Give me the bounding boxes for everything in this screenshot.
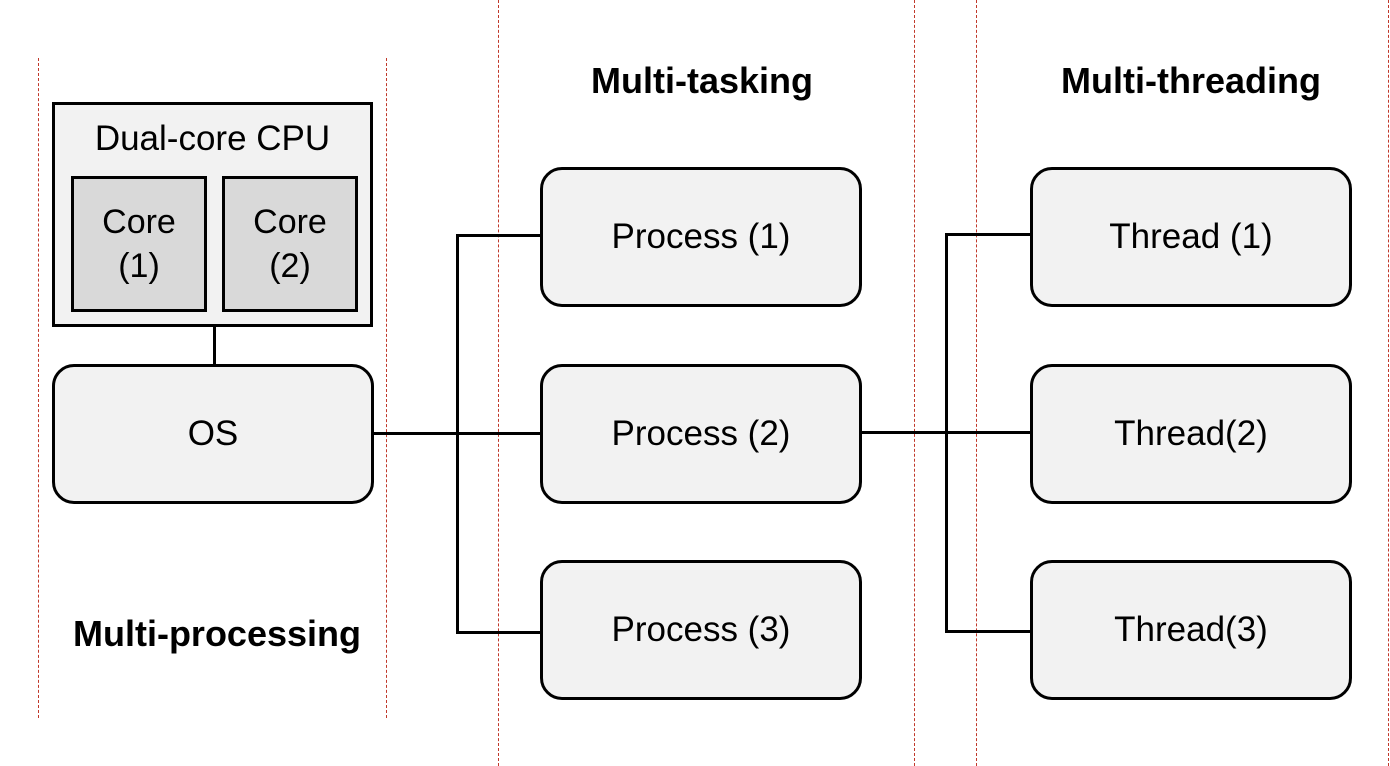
- os-label: OS: [187, 414, 239, 453]
- divider-line: [38, 58, 39, 718]
- connector-process-3: [456, 631, 542, 634]
- section-title-multi-tasking: Multi-tasking: [591, 60, 813, 101]
- connector-thread-1: [945, 233, 1032, 236]
- thread-box-2: Thread(2): [1030, 364, 1352, 504]
- thread-label: Thread (1): [1109, 217, 1273, 256]
- cpu-title: Dual-core CPU: [94, 119, 331, 158]
- core-number: (1): [118, 247, 160, 285]
- thread-label: Thread(2): [1114, 414, 1268, 453]
- connector-process-1: [456, 234, 542, 237]
- connector-cpu-os: [213, 327, 216, 366]
- os-box: OS: [52, 364, 374, 504]
- core-number: (2): [269, 247, 311, 285]
- thread-label: Thread(3): [1114, 610, 1268, 649]
- process-box-2: Process (2): [540, 364, 862, 504]
- connector-thread-bus: [945, 233, 948, 633]
- process-box-1: Process (1): [540, 167, 862, 307]
- divider-line: [1388, 0, 1389, 766]
- connector-process-bus: [456, 234, 459, 634]
- core-box-1: Core (1): [71, 176, 207, 312]
- connector-thread-3: [945, 630, 1032, 633]
- divider-line: [976, 0, 977, 766]
- divider-line: [386, 58, 387, 718]
- section-title-multi-processing: Multi-processing: [72, 613, 362, 654]
- core-label: Core: [253, 202, 327, 241]
- process-label: Process (2): [611, 414, 791, 453]
- process-label: Process (1): [611, 217, 791, 256]
- core-label: Core: [102, 202, 176, 241]
- process-box-3: Process (3): [540, 560, 862, 700]
- thread-box-1: Thread (1): [1030, 167, 1352, 307]
- section-title-multi-threading: Multi-threading: [1061, 60, 1321, 101]
- divider-line: [498, 0, 499, 766]
- divider-line: [914, 0, 915, 766]
- core-box-2: Core (2): [222, 176, 358, 312]
- thread-box-3: Thread(3): [1030, 560, 1352, 700]
- cpu-box: Dual-core CPU Core (1) Core (2): [52, 102, 373, 327]
- process-label: Process (3): [611, 610, 791, 649]
